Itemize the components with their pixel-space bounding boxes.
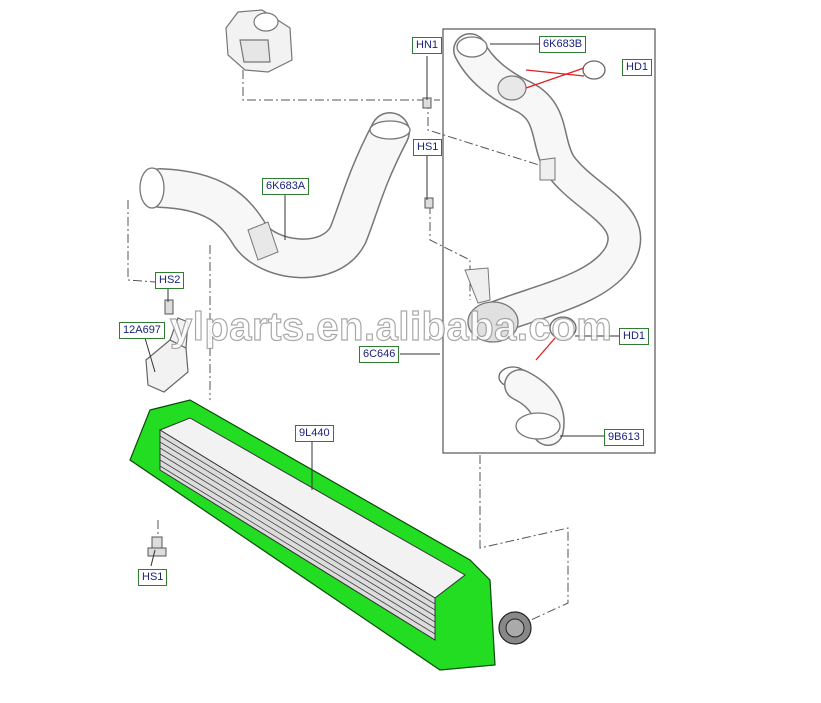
pipe-6c646-illustration: [453, 33, 642, 343]
label-hs1-top: HS1: [413, 139, 443, 156]
detail-frame: [442, 28, 656, 454]
turbo-housing-illustration: [225, 9, 293, 73]
label-9l440: 9L440: [295, 425, 334, 442]
label-leader-lines: [144, 43, 620, 567]
label-6k683a: 6K683A: [262, 178, 310, 195]
hose-6k683a-illustration: [139, 112, 411, 279]
label-hd1-mid: HD1: [619, 328, 650, 345]
watermark: ylparts.en.alibaba.com: [169, 304, 613, 349]
intercooler-9l440-illustration: [129, 399, 532, 671]
hose-9b613-illustration: [504, 369, 565, 446]
label-12a697: 12A697: [119, 322, 165, 339]
label-hs1-bottom: HS1: [138, 569, 168, 586]
label-9b613: 9B613: [604, 429, 644, 446]
label-hn1: HN1: [412, 37, 443, 54]
label-6c646: 6C646: [359, 346, 400, 363]
label-hd1-top: HD1: [622, 59, 653, 76]
guide-lines: [127, 70, 569, 626]
label-6k683b: 6K683B: [539, 36, 587, 53]
fastener-illustrations: [147, 97, 434, 557]
label-hs2: HS2: [155, 272, 185, 289]
bracket-12a697-illustration: [145, 317, 189, 393]
clamp-leader-lines: [525, 67, 585, 361]
